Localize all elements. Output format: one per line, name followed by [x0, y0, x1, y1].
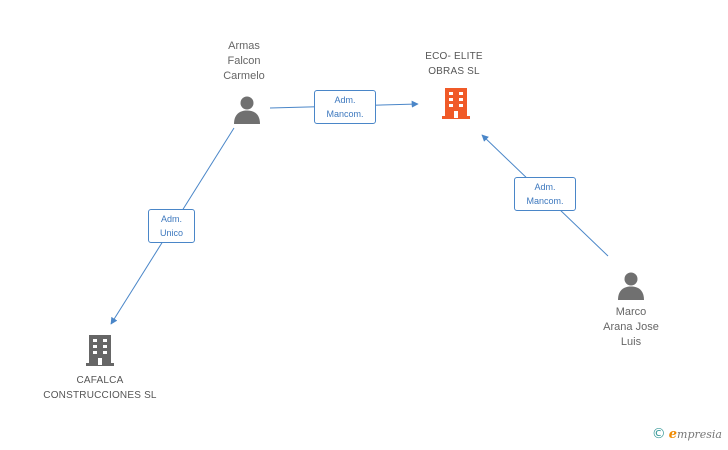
- person-icon[interactable]: [232, 94, 262, 124]
- person-icon[interactable]: [616, 270, 646, 300]
- edge-label-marco-eco: Adm. Mancom.: [514, 177, 576, 211]
- edge-label-armas-cafalca: Adm. Unico: [148, 209, 195, 243]
- building-icon[interactable]: [440, 86, 472, 120]
- person-label-armas[interactable]: Armas Falcon Carmelo: [223, 40, 265, 82]
- brand-name: mpresia: [677, 428, 722, 441]
- building-icon[interactable]: [84, 333, 116, 367]
- edge-label-armas-eco: Adm. Mancom.: [314, 90, 376, 124]
- brand-footer[interactable]: ©empresia: [652, 426, 722, 442]
- company-label-cafalca[interactable]: CAFALCA CONSTRUCCIONES SL: [43, 375, 157, 401]
- company-label-eco-elite[interactable]: ECO- ELITE OBRAS SL: [425, 51, 483, 77]
- brand-initial: e: [668, 427, 678, 442]
- copyright-icon: ©: [651, 426, 666, 442]
- person-label-marco[interactable]: Marco Arana Jose Luis: [603, 306, 659, 348]
